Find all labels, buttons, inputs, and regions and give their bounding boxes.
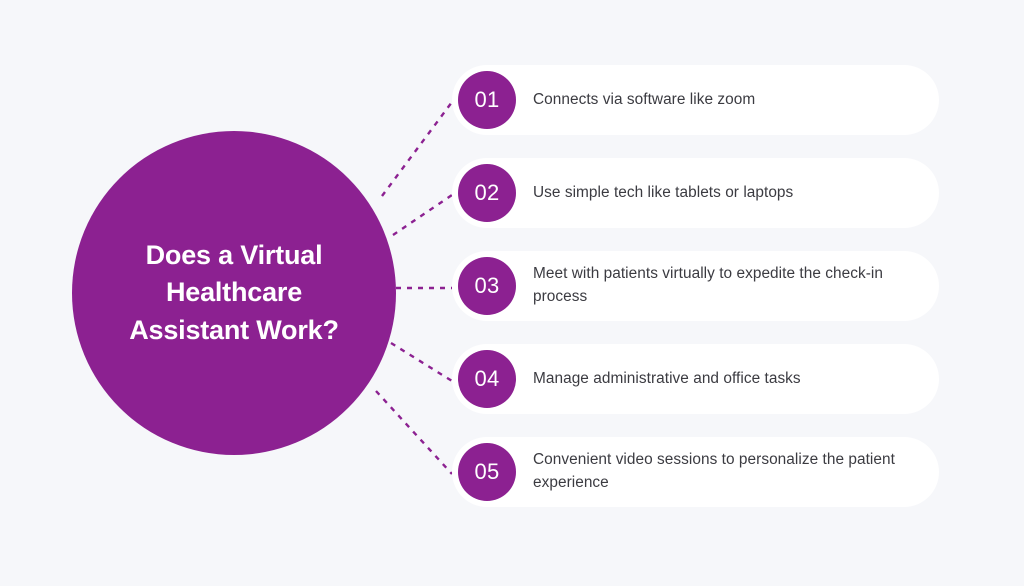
item-number-badge: 01	[458, 71, 516, 129]
item-text: Convenient video sessions to personalize…	[533, 451, 895, 491]
hub-title: Does a Virtual Healthcare Assistant Work…	[129, 240, 339, 345]
item-number-badge: 05	[458, 443, 516, 501]
central-hub-circle: Does a Virtual Healthcare Assistant Work…	[72, 131, 396, 455]
item-list: 01 Connects via software like zoom 02 Use s…	[452, 65, 939, 507]
item-text: Connects via software like zoom	[533, 90, 756, 108]
connector-line-02	[392, 194, 453, 236]
item-card-04[interactable]: 04 Manage administrative and office tasks	[452, 344, 939, 414]
item-card-03[interactable]: 03 Meet with patients virtually to expedi…	[452, 251, 939, 321]
item-number-badge: 02	[458, 164, 516, 222]
item-number-badge: 04	[458, 350, 516, 408]
item-card-01[interactable]: 01 Connects via software like zoom	[452, 65, 939, 135]
connector-line-05	[375, 390, 453, 475]
item-card-05[interactable]: 05 Convenient video sessions to personali…	[452, 437, 939, 507]
item-text: Use simple tech like tablets or laptops	[533, 183, 794, 201]
item-card-02[interactable]: 02 Use simple tech like tablets or laptop…	[452, 158, 939, 228]
item-text: Manage administrative and office tasks	[533, 369, 801, 387]
connector-line-01	[381, 101, 453, 197]
item-number-badge: 03	[458, 257, 516, 315]
connector-line-04	[390, 341, 453, 383]
item-text: Meet with patients virtually to expedite…	[533, 265, 883, 305]
